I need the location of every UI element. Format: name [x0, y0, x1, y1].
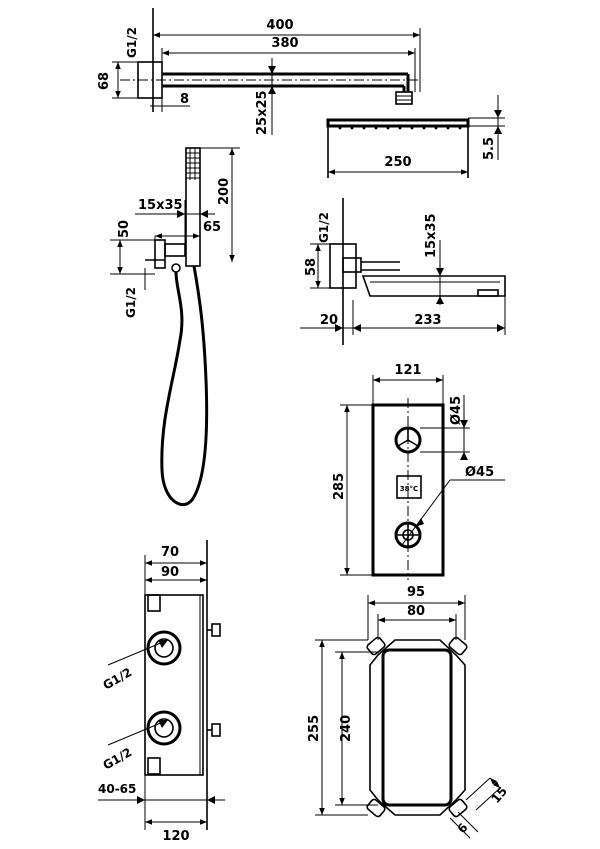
label-thread-top: G1/2: [101, 665, 135, 693]
temperature-display: [396, 475, 422, 499]
dim-front-outer-width: 95: [407, 585, 425, 600]
dim-arm-total: 400: [266, 18, 293, 33]
dim-spout-tube: 15x35: [424, 213, 439, 258]
dim-hand-height: 50: [117, 220, 132, 238]
temperature-readout: 38°C: [400, 485, 418, 493]
pipe-stub-top: [147, 594, 161, 612]
label-arm-thread: G1/2: [125, 27, 139, 58]
shower-head-plate: [326, 118, 470, 128]
cartridge-stub-bottom: [211, 723, 221, 737]
head-connector: [395, 91, 413, 105]
dim-arm-length: 380: [271, 36, 298, 51]
valve-body-front-view: 95 80 255 240 15 6: [307, 585, 510, 839]
label-thread-bottom: G1/2: [101, 745, 135, 773]
dim-front-outer-height: 255: [307, 715, 322, 742]
valve-front-body: [369, 639, 466, 816]
dim-wall-plate: 68: [97, 72, 112, 90]
hand-shower-handle: [185, 147, 201, 267]
hose-connector: [171, 263, 181, 273]
spout-view: G1/2 58 15x35 20 233: [300, 198, 506, 345]
dim-front-inner-height: 240: [339, 715, 354, 742]
spout-connector: [342, 257, 362, 273]
dim-panel-height: 285: [332, 473, 347, 500]
valve-outlet-bottom: [146, 710, 182, 746]
valve-body-side-view: 70 90 G1/2 G1/2 40-65 120: [98, 540, 225, 844]
pipe-stub-bottom: [147, 757, 161, 775]
hand-shower-hose: [160, 265, 209, 507]
dim-arm-offset: 8: [180, 92, 189, 107]
cartridge-stub-top: [211, 623, 221, 637]
hand-shower-wall-plate: [154, 239, 166, 269]
valve-outlet-top: [146, 630, 182, 666]
dim-spout-length: 233: [414, 313, 441, 328]
dim-head-thickness: 5.5: [482, 137, 497, 160]
spout-wall-plate: [329, 243, 357, 289]
dim-spout-plate: 58: [304, 258, 319, 276]
dim-lug-length: 15: [489, 784, 510, 806]
shower-head-view: 250 5.5: [326, 95, 505, 178]
label-hand-thread: G1/2: [124, 287, 138, 318]
shower-head-nozzles: [338, 126, 462, 130]
dim-hand-holder: 15x35: [138, 198, 183, 213]
hand-shower-view: 200 15x35 65 50 G1/2: [110, 147, 240, 507]
mounting-lugs: [366, 636, 468, 818]
dim-panel-width: 121: [394, 363, 421, 378]
shower-arm-view: 400 380 G1/2 68 8 25x25: [97, 8, 421, 135]
dim-knob-bottom: Ø45: [465, 465, 494, 480]
control-panel-view: 121 285 Ø45 38°C Ø45: [332, 363, 505, 580]
dim-front-inner-width: 80: [407, 604, 425, 619]
diverter-knob[interactable]: [394, 426, 422, 454]
valve-body-outline: [144, 594, 204, 776]
dim-hand-projection: 65: [203, 220, 221, 235]
dim-knob-top: Ø45: [449, 396, 464, 425]
dim-arm-tube: 25x25: [255, 90, 270, 135]
hand-shower-nozzle-grid: [186, 148, 200, 180]
hand-shower-holder: [164, 243, 186, 257]
dim-spout-offset: 20: [320, 313, 338, 328]
dim-head-width: 250: [384, 155, 411, 170]
dim-valve-width: 120: [162, 829, 189, 844]
valve-front-inner-box: [381, 648, 453, 807]
thermostatic-knob[interactable]: [394, 521, 422, 549]
dim-hand-shower-length: 200: [217, 178, 232, 205]
dim-install-depth: 40-65: [98, 782, 136, 796]
dim-valve-depth-min: 70: [161, 545, 179, 560]
dim-valve-depth-max: 90: [161, 565, 179, 580]
spout-body: [361, 275, 506, 297]
label-spout-thread: G1/2: [317, 212, 331, 243]
arm-elbow: [402, 74, 410, 92]
